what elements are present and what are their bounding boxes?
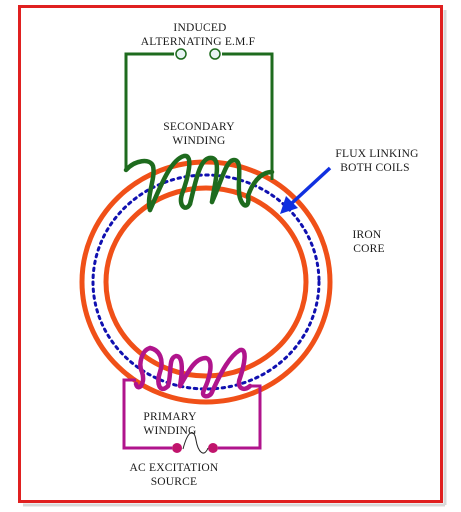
ac-source-symbol (182, 432, 209, 454)
core-inner-edge (103, 185, 309, 379)
label-primary-winding-line1: PRIMARY (143, 411, 197, 423)
outer-frame (18, 5, 443, 503)
flux-arrow-shaft (290, 166, 332, 205)
label-induced-emf-line1: INDUCED (173, 22, 226, 34)
primary-lead-right (218, 384, 262, 450)
primary-coil-turn (209, 347, 253, 395)
secondary-terminal-left (175, 48, 187, 60)
label-secondary-winding-line1: SECONDARY (163, 121, 235, 133)
secondary-coil-turn (187, 155, 220, 207)
secondary-lead-left (124, 52, 174, 170)
secondary-coil-turn (245, 169, 275, 199)
secondary-coil-turn (123, 158, 156, 213)
secondary-terminal-right (209, 48, 221, 60)
secondary-winding (123, 153, 275, 213)
flux-path (91, 173, 321, 391)
label-secondary-winding-line2: WINDING (172, 135, 225, 147)
label-ac-source-line1: AC EXCITATION (130, 462, 219, 474)
flux-arrow-head (280, 196, 298, 214)
label-flux-line1: FLUX LINKING (335, 148, 418, 160)
primary-lead-left (122, 378, 172, 450)
label-iron-core-line2: CORE (353, 243, 384, 255)
primary-terminal-right (208, 443, 218, 453)
core-outer-edge (79, 159, 333, 405)
primary-coil-turn (147, 345, 171, 392)
primary-winding (133, 345, 253, 399)
primary-coil-turn (177, 355, 215, 399)
primary-coil-turn (165, 353, 184, 389)
label-induced-emf-line2: ALTERNATING E.M.F (141, 36, 255, 48)
secondary-lead-right (222, 52, 274, 180)
secondary-coil-turn (147, 153, 193, 213)
secondary-coil-turn (209, 157, 251, 208)
label-primary-winding-line2: WINDING (143, 425, 196, 437)
primary-terminal-left (172, 443, 182, 453)
primary-coil-turn (133, 345, 153, 390)
label-iron-core-line1: IRON (353, 229, 382, 241)
label-ac-source-line2: SOURCE (151, 476, 198, 488)
label-flux-line2: BOTH COILS (340, 162, 409, 174)
